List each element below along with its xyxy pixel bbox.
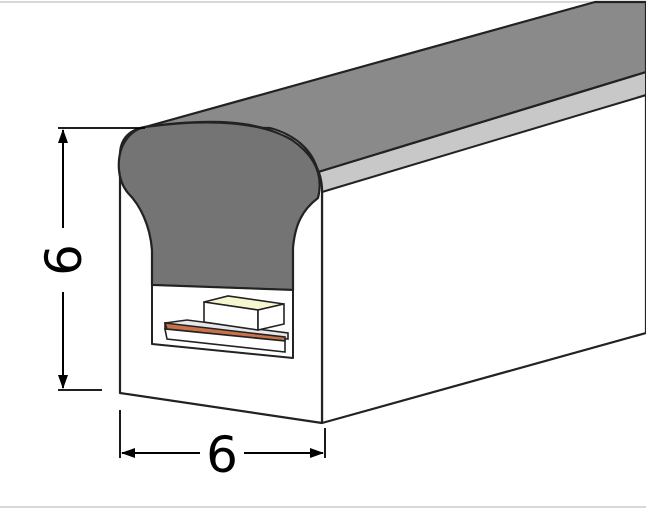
width-label: 6 — [206, 426, 238, 484]
pcb-strip — [163, 319, 289, 353]
led-chip — [203, 295, 285, 332]
height-dimension: 6 — [35, 127, 145, 391]
diffuser-front-cap — [117, 121, 321, 292]
diffuser-top-face — [143, 0, 646, 174]
height-label: 6 — [35, 244, 93, 276]
width-dimension: 6 — [119, 410, 326, 484]
